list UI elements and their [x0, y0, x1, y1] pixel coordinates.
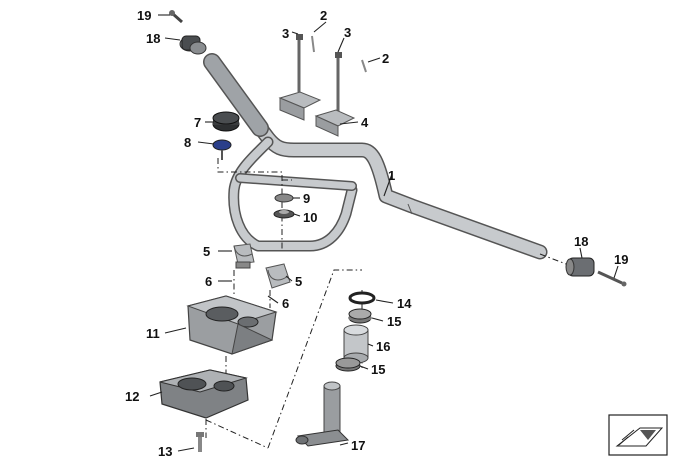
- bar-end-screw-left: [169, 10, 183, 24]
- callout-3-left: 3: [282, 26, 289, 41]
- callout-16: 16: [376, 339, 390, 354]
- callout-12: 12: [125, 389, 139, 404]
- callout-19-left: 19: [137, 8, 151, 23]
- bar-end-weight-left: [179, 35, 207, 55]
- callout-9: 9: [303, 191, 310, 206]
- upper-clamp-bolts: [296, 34, 367, 118]
- riser-base: [159, 369, 249, 419]
- center-cap: [212, 111, 240, 132]
- ring-15-bottom: [335, 357, 361, 372]
- callout-4: 4: [361, 115, 369, 130]
- callout-1: 1: [388, 168, 395, 183]
- callout-3-right: 3: [344, 25, 351, 40]
- callout-2-right: 2: [382, 51, 389, 66]
- callout-5-right: 5: [295, 274, 302, 289]
- callout-11: 11: [146, 326, 160, 341]
- callout-5-left: 5: [203, 244, 210, 259]
- callout-6-right: 6: [282, 296, 289, 311]
- callout-labels: 19 18 3 2 3 2 4 7 8 1 9 10 5 6 5 6 11 12…: [125, 8, 628, 459]
- callout-6-left: 6: [205, 274, 212, 289]
- callout-14: 14: [397, 296, 412, 311]
- callout-10: 10: [303, 210, 317, 225]
- callout-15-top: 15: [387, 314, 401, 329]
- handlebar-riser: [186, 295, 278, 355]
- lower-clamp-left: [233, 243, 255, 269]
- damper-10: [273, 209, 295, 219]
- handlebar: [203, 53, 548, 260]
- callout-7: 7: [194, 115, 201, 130]
- bar-end-weight-right: [539, 253, 595, 277]
- center-emblem: [212, 139, 232, 160]
- callout-17: 17: [351, 438, 365, 453]
- washer-14: [348, 291, 376, 305]
- callout-2-top: 2: [320, 8, 327, 23]
- lower-clamp-right: [265, 263, 291, 289]
- spacer-16: [343, 324, 369, 364]
- leader-lines: [149, 14, 619, 452]
- callout-18-left: 18: [146, 31, 160, 46]
- damper-9: [274, 193, 294, 203]
- base-bolt: [196, 432, 204, 452]
- callout-18-right: 18: [574, 234, 588, 249]
- callout-8: 8: [184, 135, 191, 150]
- assembly-view-icon: [608, 414, 668, 456]
- callout-13: 13: [158, 444, 172, 459]
- bar-end-screw-right: [597, 270, 627, 287]
- upper-clamp: [278, 91, 356, 137]
- ring-15-top: [348, 308, 372, 324]
- callout-19-right: 19: [614, 252, 628, 267]
- callout-15-bottom: 15: [371, 362, 385, 377]
- steering-stem: [295, 381, 350, 447]
